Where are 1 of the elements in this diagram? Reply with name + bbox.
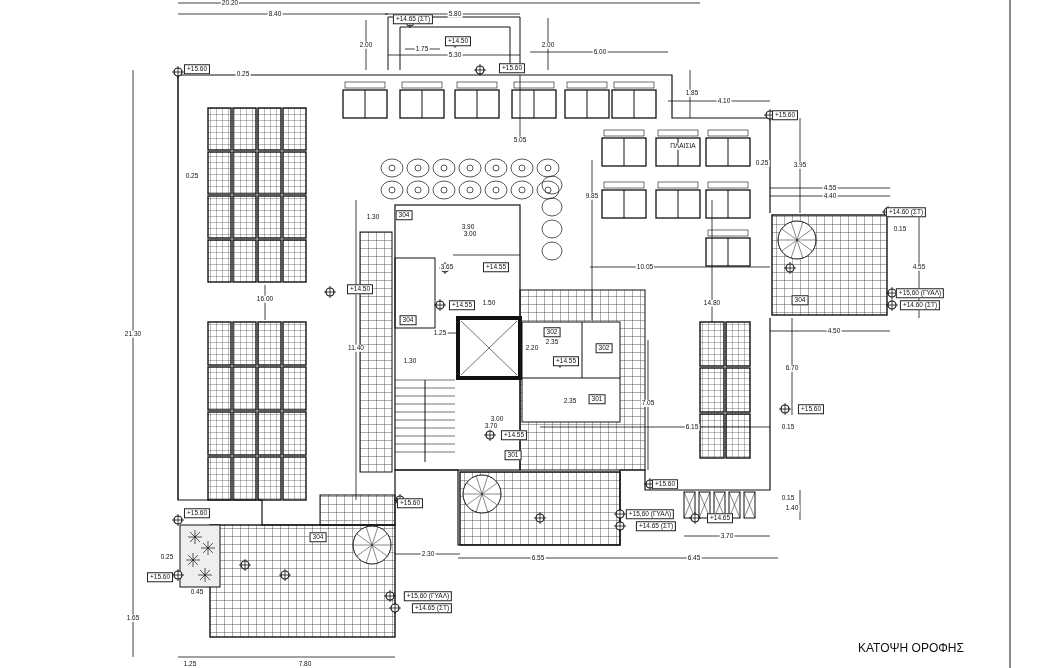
drawing-title: ΚΑΤΟΨΗ ΟΡΟΦΗΣ	[858, 641, 964, 655]
